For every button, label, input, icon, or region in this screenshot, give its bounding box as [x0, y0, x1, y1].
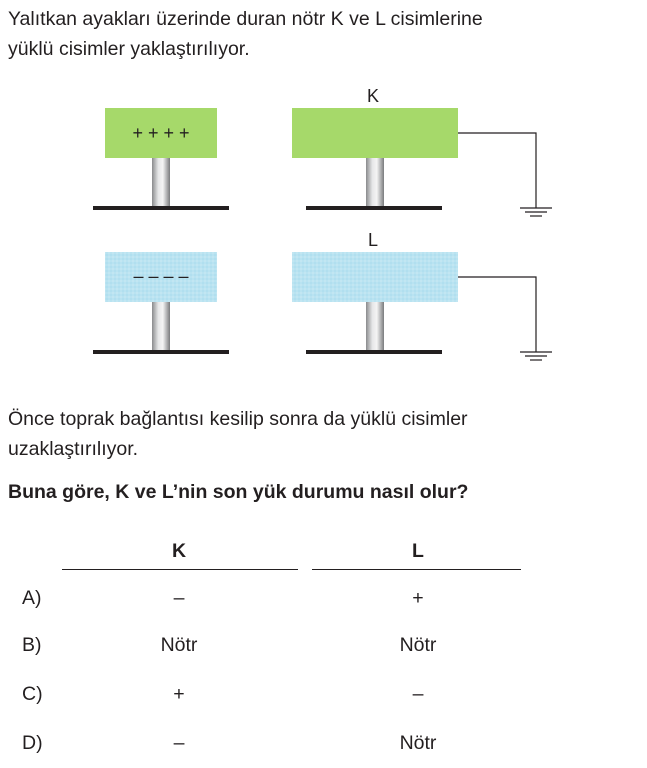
option-label: A)	[22, 587, 42, 609]
body-L: L	[292, 230, 552, 361]
negative-charged-body: – – – –	[93, 252, 229, 354]
intro-line-1: Yalıtkan ayakları üzerinde duran nötr K …	[8, 8, 483, 30]
insulating-stand	[152, 302, 170, 351]
intro-paragraph: Yalıtkan ayakları üzerinde duran nötr K …	[8, 4, 638, 64]
cell-K: –	[173, 732, 185, 754]
label-L: L	[368, 230, 378, 250]
procedure-line-1: Önce toprak bağlantısı kesilip sonra da …	[8, 408, 468, 430]
cell-L: Nötr	[399, 634, 437, 656]
positive-charged-body: + + + +	[93, 108, 229, 210]
header-rule-L	[312, 569, 521, 571]
header-rule-K	[62, 569, 298, 571]
positive-charges: + + + +	[132, 123, 189, 143]
negative-charges: – – – –	[133, 266, 188, 286]
electrostatics-diagram: + + + + K – – – – L	[93, 86, 552, 361]
intro-line-2: yüklü cisimler yaklaştırılıyor.	[8, 38, 250, 60]
ground-wire-L	[458, 276, 552, 361]
insulating-stand	[152, 158, 170, 207]
option-label: C)	[22, 683, 43, 705]
cell-L: Nötr	[399, 732, 437, 754]
cell-K: +	[173, 683, 185, 705]
ground-wire-K	[458, 132, 552, 217]
cell-L: +	[412, 587, 424, 609]
label-K: K	[367, 86, 379, 106]
insulating-stand	[366, 158, 384, 207]
insulating-stand	[366, 302, 384, 351]
cell-L: –	[412, 683, 424, 705]
base	[306, 206, 442, 210]
cell-K: –	[173, 587, 185, 609]
procedure-paragraph: Önce toprak bağlantısı kesilip sonra da …	[8, 404, 638, 464]
question-text: Buna göre, K ve L’nin son yük durumu nas…	[8, 481, 469, 503]
procedure-line-2: uzaklaştırılıyor.	[8, 438, 139, 460]
cell-K: Nötr	[160, 634, 198, 656]
header-K: K	[171, 540, 187, 562]
header-L: L	[412, 540, 424, 562]
option-label: D)	[22, 732, 43, 754]
base	[306, 350, 442, 354]
option-label: B)	[22, 634, 42, 656]
base	[93, 350, 229, 354]
base	[93, 206, 229, 210]
body-K: K	[292, 86, 552, 217]
